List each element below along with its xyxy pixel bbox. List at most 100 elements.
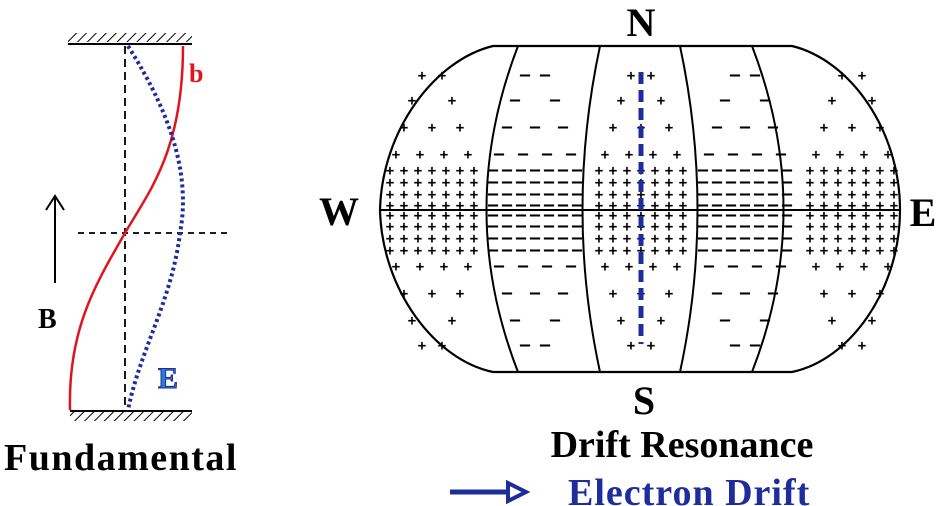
charge-sign: + bbox=[876, 187, 884, 203]
charge-sign: + bbox=[428, 163, 436, 179]
charge-sign: – bbox=[782, 184, 793, 204]
charge-sign: – bbox=[720, 90, 731, 110]
charge-sign: + bbox=[651, 198, 659, 214]
charge-sign: + bbox=[806, 231, 814, 247]
charge-sign: – bbox=[572, 216, 583, 236]
charge-sign: – bbox=[726, 240, 737, 260]
charge-sign: – bbox=[754, 240, 765, 260]
charge-sign: – bbox=[712, 172, 723, 192]
charge-sign: – bbox=[726, 160, 737, 180]
charge-sign: – bbox=[740, 117, 751, 137]
charge-sign: – bbox=[502, 240, 513, 260]
charge-sign: – bbox=[566, 144, 577, 164]
charge-sign: + bbox=[428, 208, 436, 224]
charge-sign: – bbox=[760, 310, 771, 330]
charge-sign: + bbox=[414, 175, 422, 191]
charge-sign: + bbox=[456, 163, 464, 179]
charge-sign: + bbox=[876, 175, 884, 191]
charge-sign: + bbox=[834, 187, 842, 203]
charge-sign: + bbox=[418, 338, 426, 354]
charge-sign: – bbox=[510, 310, 521, 330]
charge-sign: – bbox=[768, 172, 779, 192]
charge-sign: + bbox=[623, 175, 631, 191]
charge-sign: + bbox=[834, 219, 842, 235]
charge-sign: – bbox=[752, 144, 763, 164]
charge-sign: + bbox=[820, 175, 828, 191]
charge-sign: + bbox=[617, 313, 625, 329]
charge-sign: + bbox=[834, 243, 842, 259]
charge-sign: – bbox=[502, 216, 513, 236]
charge-sign: + bbox=[647, 338, 655, 354]
charge-sign: – bbox=[520, 335, 531, 355]
charge-sign: – bbox=[558, 160, 569, 180]
charge-sign: – bbox=[698, 216, 709, 236]
charge-sign: + bbox=[442, 163, 450, 179]
charge-sign: – bbox=[698, 195, 709, 215]
charge-sign: + bbox=[848, 175, 856, 191]
charge-sign: + bbox=[386, 163, 394, 179]
fundamental-title: Fundamental bbox=[4, 437, 238, 479]
charge-sign: + bbox=[408, 93, 416, 109]
charge-sign: + bbox=[416, 147, 424, 163]
charge-sign: + bbox=[848, 243, 856, 259]
charge-sign: – bbox=[704, 256, 715, 276]
charge-sign: + bbox=[876, 163, 884, 179]
charge-sign: + bbox=[386, 219, 394, 235]
charge-sign: – bbox=[516, 216, 527, 236]
charge-sign: + bbox=[418, 68, 426, 84]
charge-sign: – bbox=[516, 195, 527, 215]
charge-sign: – bbox=[728, 144, 739, 164]
charge-sign: + bbox=[392, 259, 400, 275]
charge-sign: – bbox=[530, 216, 541, 236]
charge-sign: – bbox=[726, 216, 737, 236]
field-arrow-icon bbox=[45, 194, 65, 211]
charge-sign: – bbox=[782, 228, 793, 248]
charge-sign: – bbox=[704, 144, 715, 164]
charge-sign: + bbox=[836, 259, 844, 275]
charge-sign: + bbox=[400, 219, 408, 235]
charge-sign: – bbox=[782, 160, 793, 180]
top-support-hatch bbox=[68, 33, 192, 42]
charge-sign: + bbox=[876, 243, 884, 259]
charge-sign: + bbox=[400, 120, 408, 136]
charge-sign: + bbox=[806, 198, 814, 214]
charge-sign: + bbox=[862, 231, 870, 247]
charge-sign: – bbox=[530, 228, 541, 248]
charge-sign: – bbox=[518, 256, 529, 276]
charge-sign: + bbox=[414, 243, 422, 259]
charge-sign: + bbox=[609, 219, 617, 235]
charge-sign: – bbox=[516, 205, 527, 225]
charge-sign: + bbox=[828, 313, 836, 329]
charge-sign: + bbox=[820, 208, 828, 224]
charge-sign: + bbox=[848, 208, 856, 224]
charge-sign: – bbox=[754, 160, 765, 180]
charge-sign: + bbox=[828, 93, 836, 109]
charge-sign: + bbox=[428, 120, 436, 136]
charge-sign: + bbox=[890, 187, 898, 203]
drift-resonance-panel: ++++++++++++++++++++++++++++++++++++++++… bbox=[319, 0, 936, 506]
charge-sign: – bbox=[502, 205, 513, 225]
charge-sign: + bbox=[858, 68, 866, 84]
charge-sign: + bbox=[416, 259, 424, 275]
charge-sign: + bbox=[408, 313, 416, 329]
charge-sign: + bbox=[595, 198, 603, 214]
charge-sign: – bbox=[768, 184, 779, 204]
charge-sign: + bbox=[595, 208, 603, 224]
charge-sign: – bbox=[502, 195, 513, 215]
charge-sign: + bbox=[862, 198, 870, 214]
charge-sign: – bbox=[726, 228, 737, 248]
charge-sign: – bbox=[558, 283, 569, 303]
charge-sign: – bbox=[488, 205, 499, 225]
charge-sign: + bbox=[609, 208, 617, 224]
charge-sign: + bbox=[651, 231, 659, 247]
charge-sign: + bbox=[820, 198, 828, 214]
charge-sign: – bbox=[530, 184, 541, 204]
charge-sign: + bbox=[442, 243, 450, 259]
charge-sign: + bbox=[806, 219, 814, 235]
charge-sign: + bbox=[862, 208, 870, 224]
charge-sign: + bbox=[820, 187, 828, 203]
charge-sign: + bbox=[438, 68, 446, 84]
charge-sign: + bbox=[651, 175, 659, 191]
charge-sign: + bbox=[890, 219, 898, 235]
charge-sign: + bbox=[438, 338, 446, 354]
